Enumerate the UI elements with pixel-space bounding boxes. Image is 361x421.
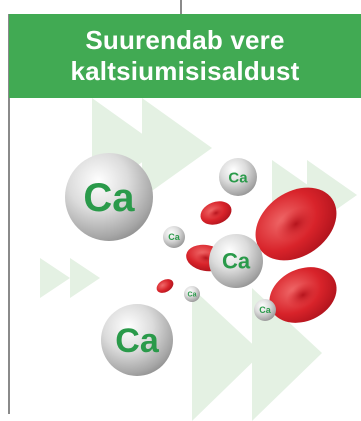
arrow-shape: [142, 98, 212, 198]
ion-label: Ca: [259, 305, 271, 315]
calcium-ion: Ca: [65, 153, 153, 241]
ion-sphere: [209, 234, 263, 288]
calcium-ion: Ca: [163, 226, 185, 248]
ion-label: Ca: [83, 176, 135, 220]
ion-sphere: [163, 226, 185, 248]
left-border: [8, 14, 10, 414]
calcium-ion: Ca: [254, 299, 276, 321]
calcium-ion: Ca: [184, 286, 200, 302]
ion-label: Ca: [115, 322, 160, 360]
red-blood-cell: [255, 187, 337, 261]
calcium-ion: Ca: [209, 234, 263, 288]
ion-sphere: [65, 153, 153, 241]
red-blood-cell: [269, 267, 337, 323]
arrow-shape: [252, 288, 322, 421]
ion-sphere: [101, 304, 173, 376]
banner-title-line-1: Suurendab vere: [85, 25, 285, 55]
ion-label: Ca: [188, 291, 197, 298]
benefit-banner: Suurendab vere kaltsiumisisaldust: [9, 14, 361, 98]
ion-sphere: [184, 286, 200, 302]
top-divider: [180, 0, 182, 14]
ion-sphere: [254, 299, 276, 321]
arrow-shape: [70, 258, 100, 298]
calcium-ion: Ca: [219, 158, 257, 196]
ion-label: Ca: [222, 249, 251, 274]
red-blood-cell: [156, 279, 174, 293]
ion-label: Ca: [228, 169, 248, 186]
ion-sphere: [219, 158, 257, 196]
banner-title-line-2: kaltsiumisisaldust: [70, 56, 300, 86]
ion-label: Ca: [168, 232, 180, 242]
calcium-ion: Ca: [101, 304, 173, 376]
arrow-shape: [40, 258, 70, 298]
red-blood-cell: [200, 201, 232, 225]
arrow-shape: [192, 288, 262, 421]
